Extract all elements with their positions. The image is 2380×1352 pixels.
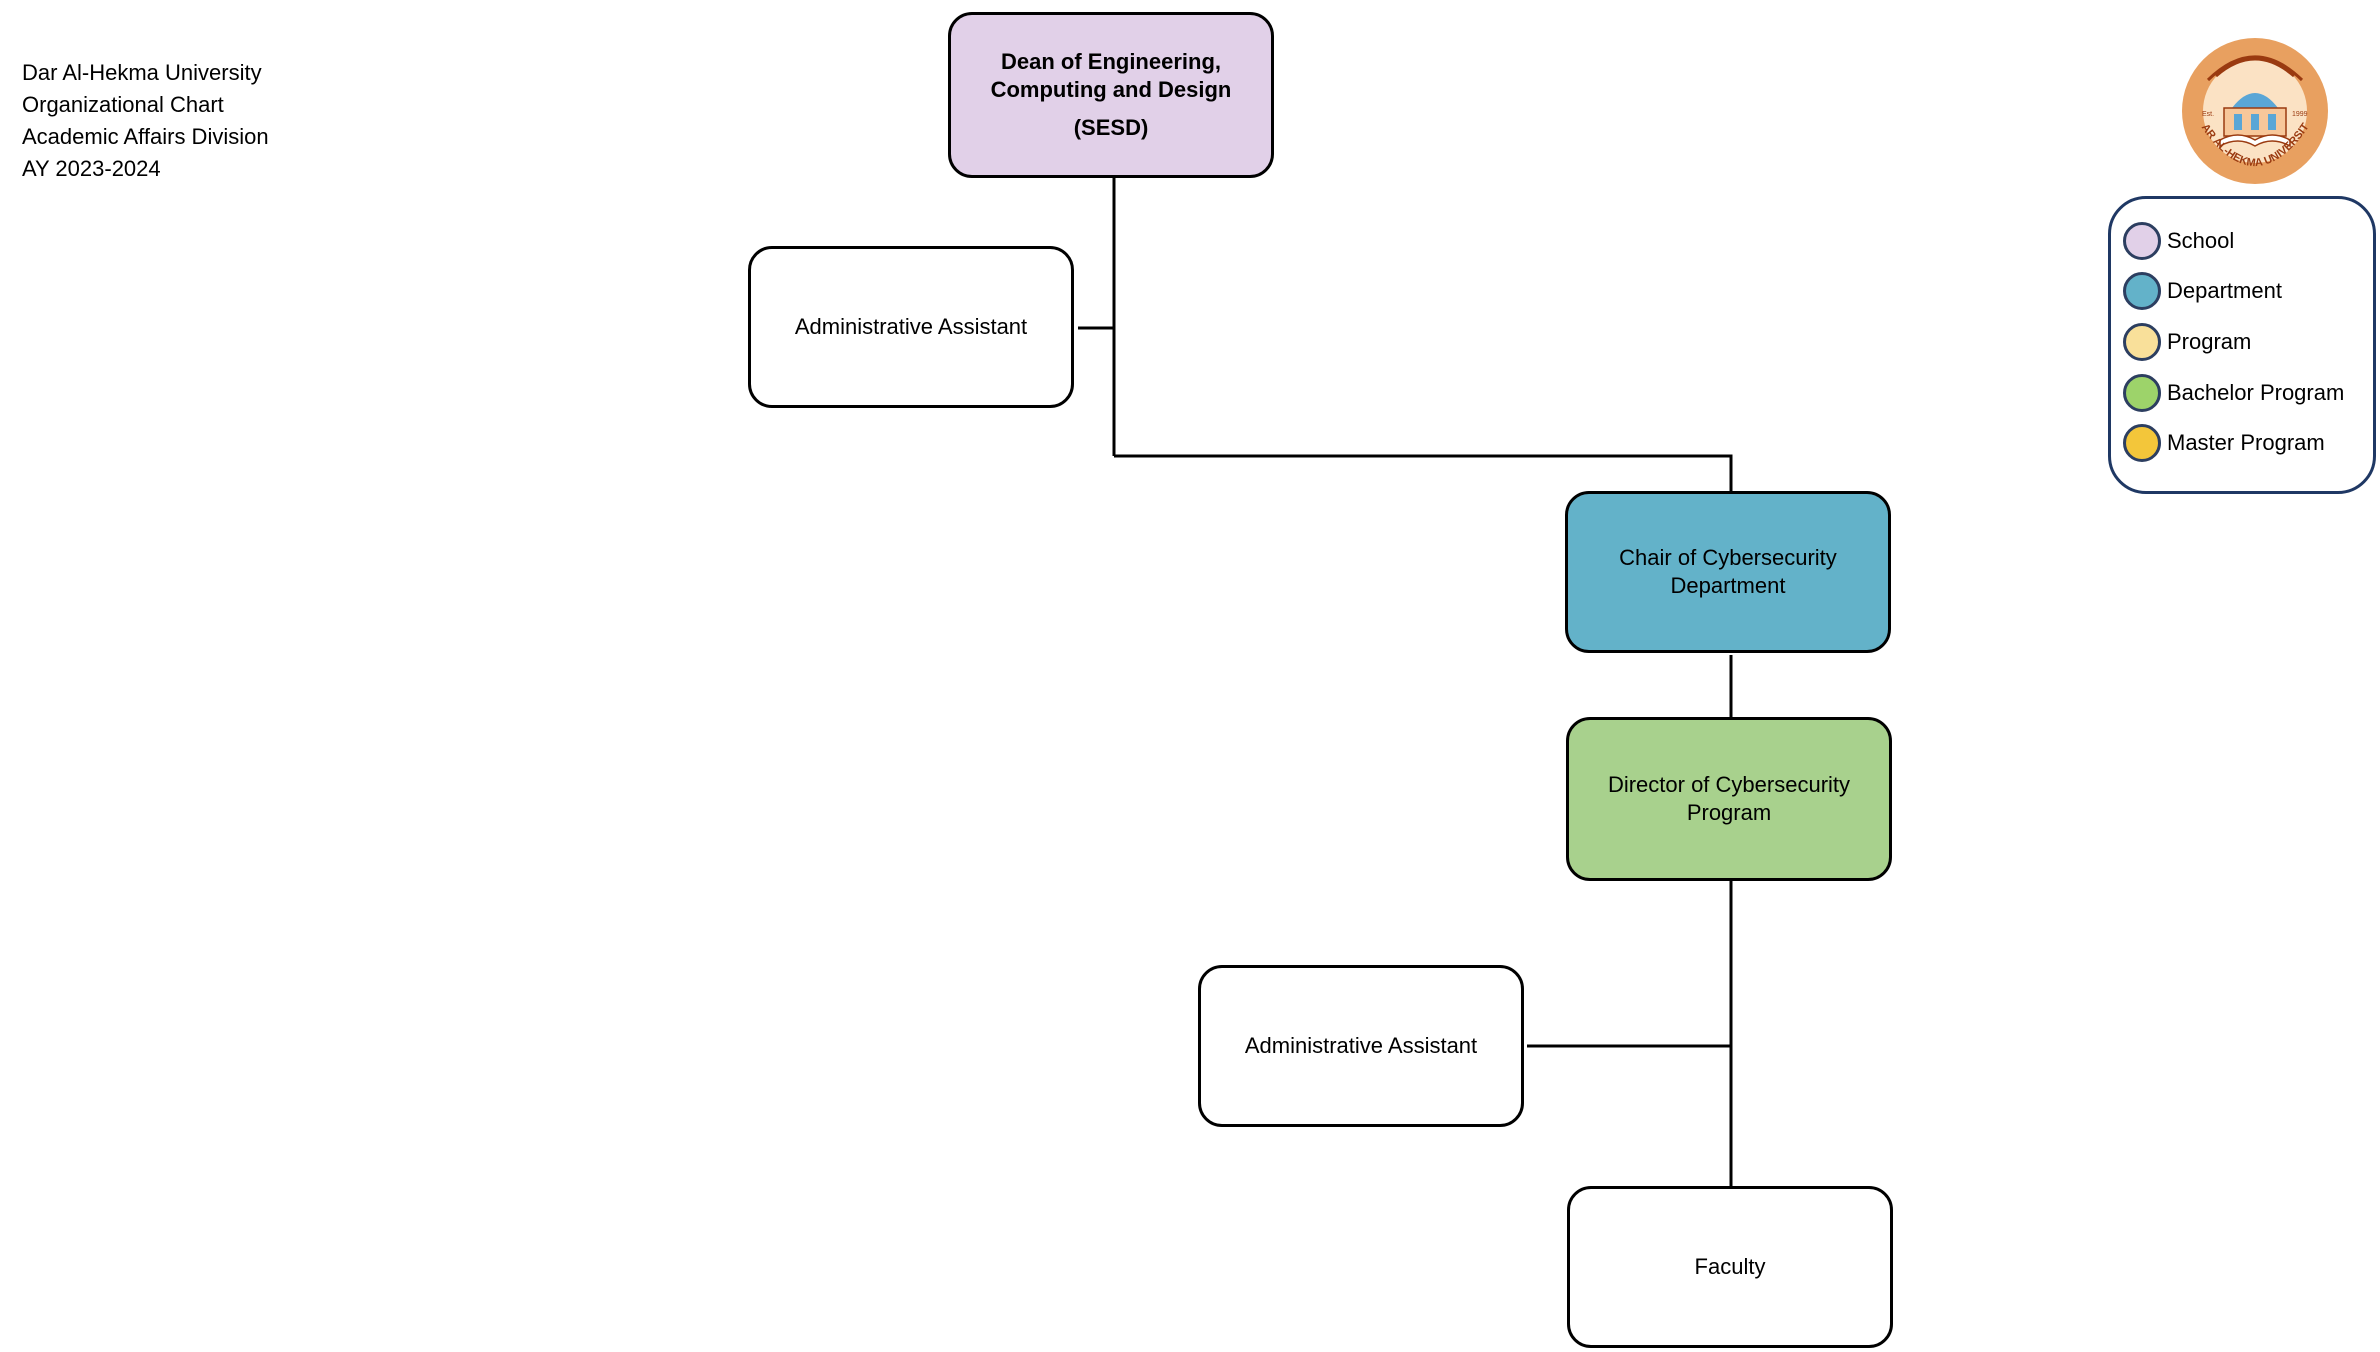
logo-est-right: 1999 [2292,111,2308,118]
admin-assistant-node-1: Administrative Assistant [748,246,1074,408]
logo-arabic-calligraphy [2206,55,2304,82]
dean-school-code: (SESD) [1073,115,1149,140]
chair-title-line2: Department [1670,573,1786,598]
legend-swatch-department [2123,272,2161,310]
legend-item-master-program: Master Program [2123,424,2325,462]
faculty-node: Faculty [1567,1186,1893,1348]
chart-title: Organizational Chart [22,92,224,117]
legend-swatch-program [2123,323,2161,361]
admin-assistant-label-2: Administrative Assistant [1244,1033,1478,1058]
dean-node: Dean of Engineering, Computing and Desig… [948,12,1274,178]
legend-item-school: School [2123,222,2234,260]
faculty-label: Faculty [1694,1254,1766,1279]
legend-item-bachelor-program: Bachelor Program [2123,374,2344,412]
connector-dean-chair [1114,454,1733,491]
logo-est-left: Est. [2202,111,2214,118]
legend-label-bachelor-program: Bachelor Program [2167,380,2345,405]
legend-swatch-school [2123,222,2161,260]
legend-label-school: School [2167,228,2235,253]
university-name: Dar Al-Hekma University [22,60,262,85]
legend-swatch-master-program [2123,424,2161,462]
legend-swatch-bachelor-program [2123,374,2161,412]
dean-title-line2: Computing and Design [990,77,1232,102]
chair-node: Chair of Cybersecurity Department [1565,491,1891,653]
dean-title-line1: Dean of Engineering, [1000,49,1222,74]
legend-label-department: Department [2167,278,2282,303]
chart-header: Dar Al-Hekma University Organizational C… [22,57,269,185]
logo-dome [2232,93,2278,108]
legend-label-program: Program [2167,329,2252,354]
university-logo: Est. 1999 DAR AL-HEKMA UNIVERSITY [2180,36,2328,184]
chair-title-line1: Chair of Cybersecurity [1619,545,1837,570]
admin-assistant-label-1: Administrative Assistant [794,314,1028,339]
logo-open-book [2219,134,2291,148]
legend-item-program: Program [2123,323,2251,361]
academic-year: AY 2023-2024 [22,156,161,181]
division-name: Academic Affairs Division [22,124,269,149]
admin-assistant-node-2: Administrative Assistant [1198,965,1524,1127]
legend-item-department: Department [2123,272,2282,310]
legend-label-master-program: Master Program [2167,430,2325,455]
director-title-line2: Program [1686,800,1772,825]
director-node: Director of Cybersecurity Program [1566,717,1892,881]
director-title-line1: Director of Cybersecurity [1607,772,1851,797]
legend: School Department Program Bachelor Progr… [2108,196,2376,494]
